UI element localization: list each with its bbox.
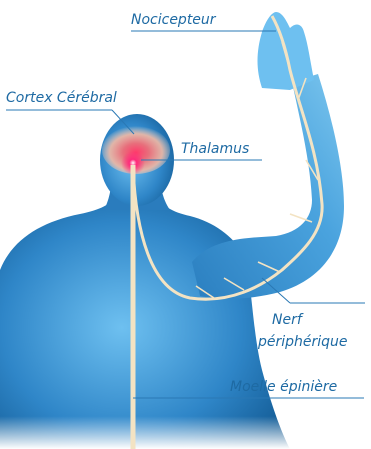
label-moelle-epiniere: Moelle épinière (230, 379, 337, 395)
label-thalamus: Thalamus (181, 141, 249, 157)
label-nerf: Nerf (272, 312, 302, 328)
label-peripherique: périphérique (258, 334, 348, 350)
label-nocicepteur: Nocicepteur (131, 12, 216, 28)
label-cortex-cerebral: Cortex Cérébral (6, 90, 117, 106)
